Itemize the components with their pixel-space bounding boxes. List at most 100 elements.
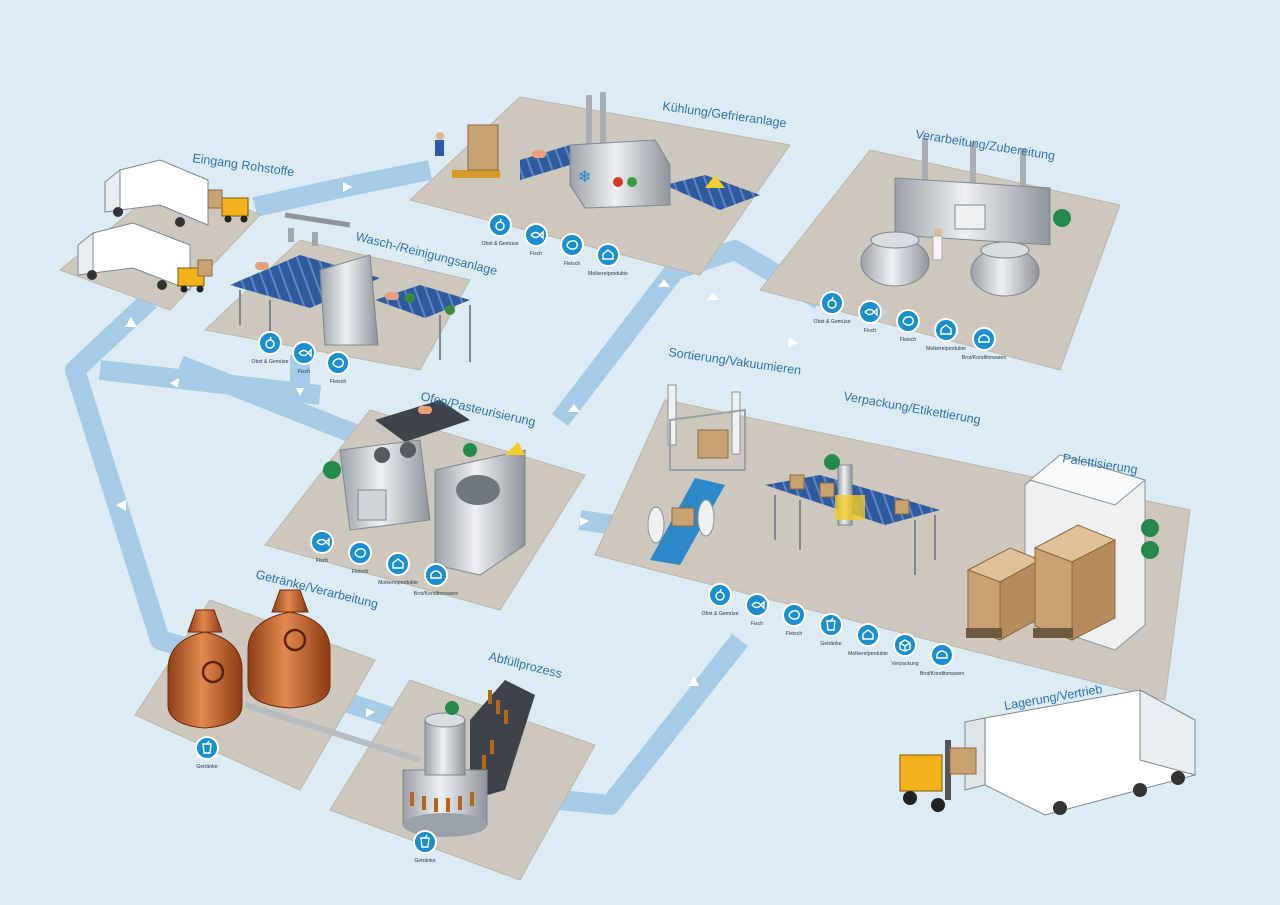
fruit-icon-badge	[488, 213, 512, 237]
category-tag: Fleisch	[326, 351, 350, 385]
fish-icon-badge	[292, 341, 316, 365]
eingang-equipment	[77, 159, 249, 293]
fish-icon	[298, 348, 312, 358]
forklift-icon	[899, 740, 977, 812]
category-tag-label: Fleisch	[786, 631, 803, 637]
forklift-icon	[207, 189, 249, 223]
verpack-equipment	[765, 454, 940, 575]
fruit-icon	[265, 336, 275, 349]
bakery-icon-badge	[972, 327, 996, 351]
meat-icon-badge	[326, 351, 350, 375]
fish-icon	[751, 600, 765, 610]
fruit-icon-badge	[820, 291, 844, 315]
fruit-icon-badge	[258, 331, 282, 355]
fruit-icon	[715, 588, 725, 601]
category-tag: Molkereiprodukte	[378, 552, 418, 586]
category-tag: Brot/Konditorwaren	[920, 643, 965, 677]
category-tag-label: Molkereiprodukte	[926, 346, 966, 352]
category-tag-label: Fisch	[864, 328, 877, 334]
pallet-stack-icon	[1033, 524, 1117, 641]
category-tag-label: Fisch	[316, 558, 329, 564]
fish-icon	[864, 307, 878, 317]
category-tag-label: Getränke	[196, 764, 217, 770]
drink-icon	[826, 617, 836, 631]
bakery-icon-badge	[424, 563, 448, 587]
category-tag: Obst & Gemüse	[702, 583, 739, 617]
truck-icon	[77, 222, 191, 291]
category-tag-label: Fleisch	[330, 379, 347, 385]
category-tag-label: Fisch	[751, 621, 764, 627]
dairy-icon	[602, 249, 614, 260]
fish-icon-badge	[524, 223, 548, 247]
bakery-icon	[430, 570, 442, 579]
snowflake-icon: ❄	[578, 169, 591, 186]
verarb-equipment	[860, 138, 1071, 297]
category-tag: Obst & Gemüse	[482, 213, 519, 247]
category-tag: Verpackung	[891, 633, 919, 667]
bakery-icon-badge	[930, 643, 954, 667]
category-tag: Fleisch	[782, 603, 806, 637]
title-eingang: Eingang Rohstoffe	[192, 151, 296, 179]
palett-equipment	[966, 454, 1159, 651]
category-tag: Fisch	[745, 593, 769, 627]
fruit-icon	[495, 218, 505, 231]
category-tag-label: Obst & Gemüse	[482, 241, 519, 247]
dairy-icon-badge	[856, 623, 880, 647]
meat-icon-badge	[348, 541, 372, 565]
category-tag-label: Fleisch	[352, 569, 369, 575]
category-tag-label: Brot/Konditorwaren	[920, 671, 965, 677]
fish-icon	[530, 230, 544, 240]
drink-icon-badge	[413, 830, 437, 854]
lager-equipment	[899, 689, 1196, 816]
dairy-icon	[862, 629, 874, 640]
category-tag-label: Molkereiprodukte	[378, 580, 418, 586]
category-tag: Fisch	[292, 341, 316, 375]
category-tag-label: Fisch	[298, 369, 311, 375]
category-tag: Molkereiprodukte	[588, 243, 628, 277]
category-tag: Fleisch	[896, 309, 920, 343]
drink-icon	[420, 834, 430, 848]
dairy-icon-badge	[386, 552, 410, 576]
bakery-icon	[936, 650, 948, 659]
meat-icon	[354, 548, 366, 558]
fish-icon-badge	[310, 530, 334, 554]
meat-icon	[788, 610, 800, 620]
title-abfuell: Abfüllprozess	[487, 649, 563, 681]
meat-icon	[566, 240, 578, 250]
meat-icon-badge	[560, 233, 584, 257]
title-sort: Sortierung/Vakuumieren	[668, 345, 803, 378]
category-tag: Fisch	[310, 530, 334, 564]
drink-icon-badge	[819, 613, 843, 637]
category-tag: Brot/Konditorwaren	[962, 327, 1007, 361]
fish-icon	[316, 537, 330, 547]
category-tag: Fisch	[858, 300, 882, 334]
category-tag: Getränke	[195, 736, 219, 770]
category-tag: Obst & Gemüse	[814, 291, 851, 325]
category-tag-label: Verpackung	[891, 661, 919, 667]
forklift-icon	[177, 259, 213, 293]
category-tag: Getränke	[413, 830, 437, 864]
drink-icon	[202, 740, 212, 754]
abfuell-equipment	[402, 680, 535, 837]
fruit-icon-badge	[708, 583, 732, 607]
dairy-icon	[392, 558, 404, 569]
package-icon	[899, 639, 911, 652]
category-tag-label: Fleisch	[900, 337, 917, 343]
drink-icon-badge	[195, 736, 219, 760]
category-tag-label: Brot/Konditorwaren	[962, 355, 1007, 361]
category-tag: Fleisch	[560, 233, 584, 267]
category-tag-label: Obst & Gemüse	[702, 611, 739, 617]
meat-icon	[902, 316, 914, 326]
package-icon-badge	[893, 633, 917, 657]
truck-icon	[104, 159, 209, 227]
category-tag: Brot/Konditorwaren	[414, 563, 458, 597]
ofen-equipment	[323, 400, 526, 576]
dairy-icon-badge	[596, 243, 620, 267]
dairy-icon	[940, 324, 952, 335]
category-tag: Obst & Gemüse	[252, 331, 289, 365]
pallet-stack-icon	[966, 547, 1042, 641]
category-tag-label: Obst & Gemüse	[814, 319, 851, 325]
meat-icon-badge	[782, 603, 806, 627]
category-tag-label: Molkereiprodukte	[588, 271, 628, 277]
